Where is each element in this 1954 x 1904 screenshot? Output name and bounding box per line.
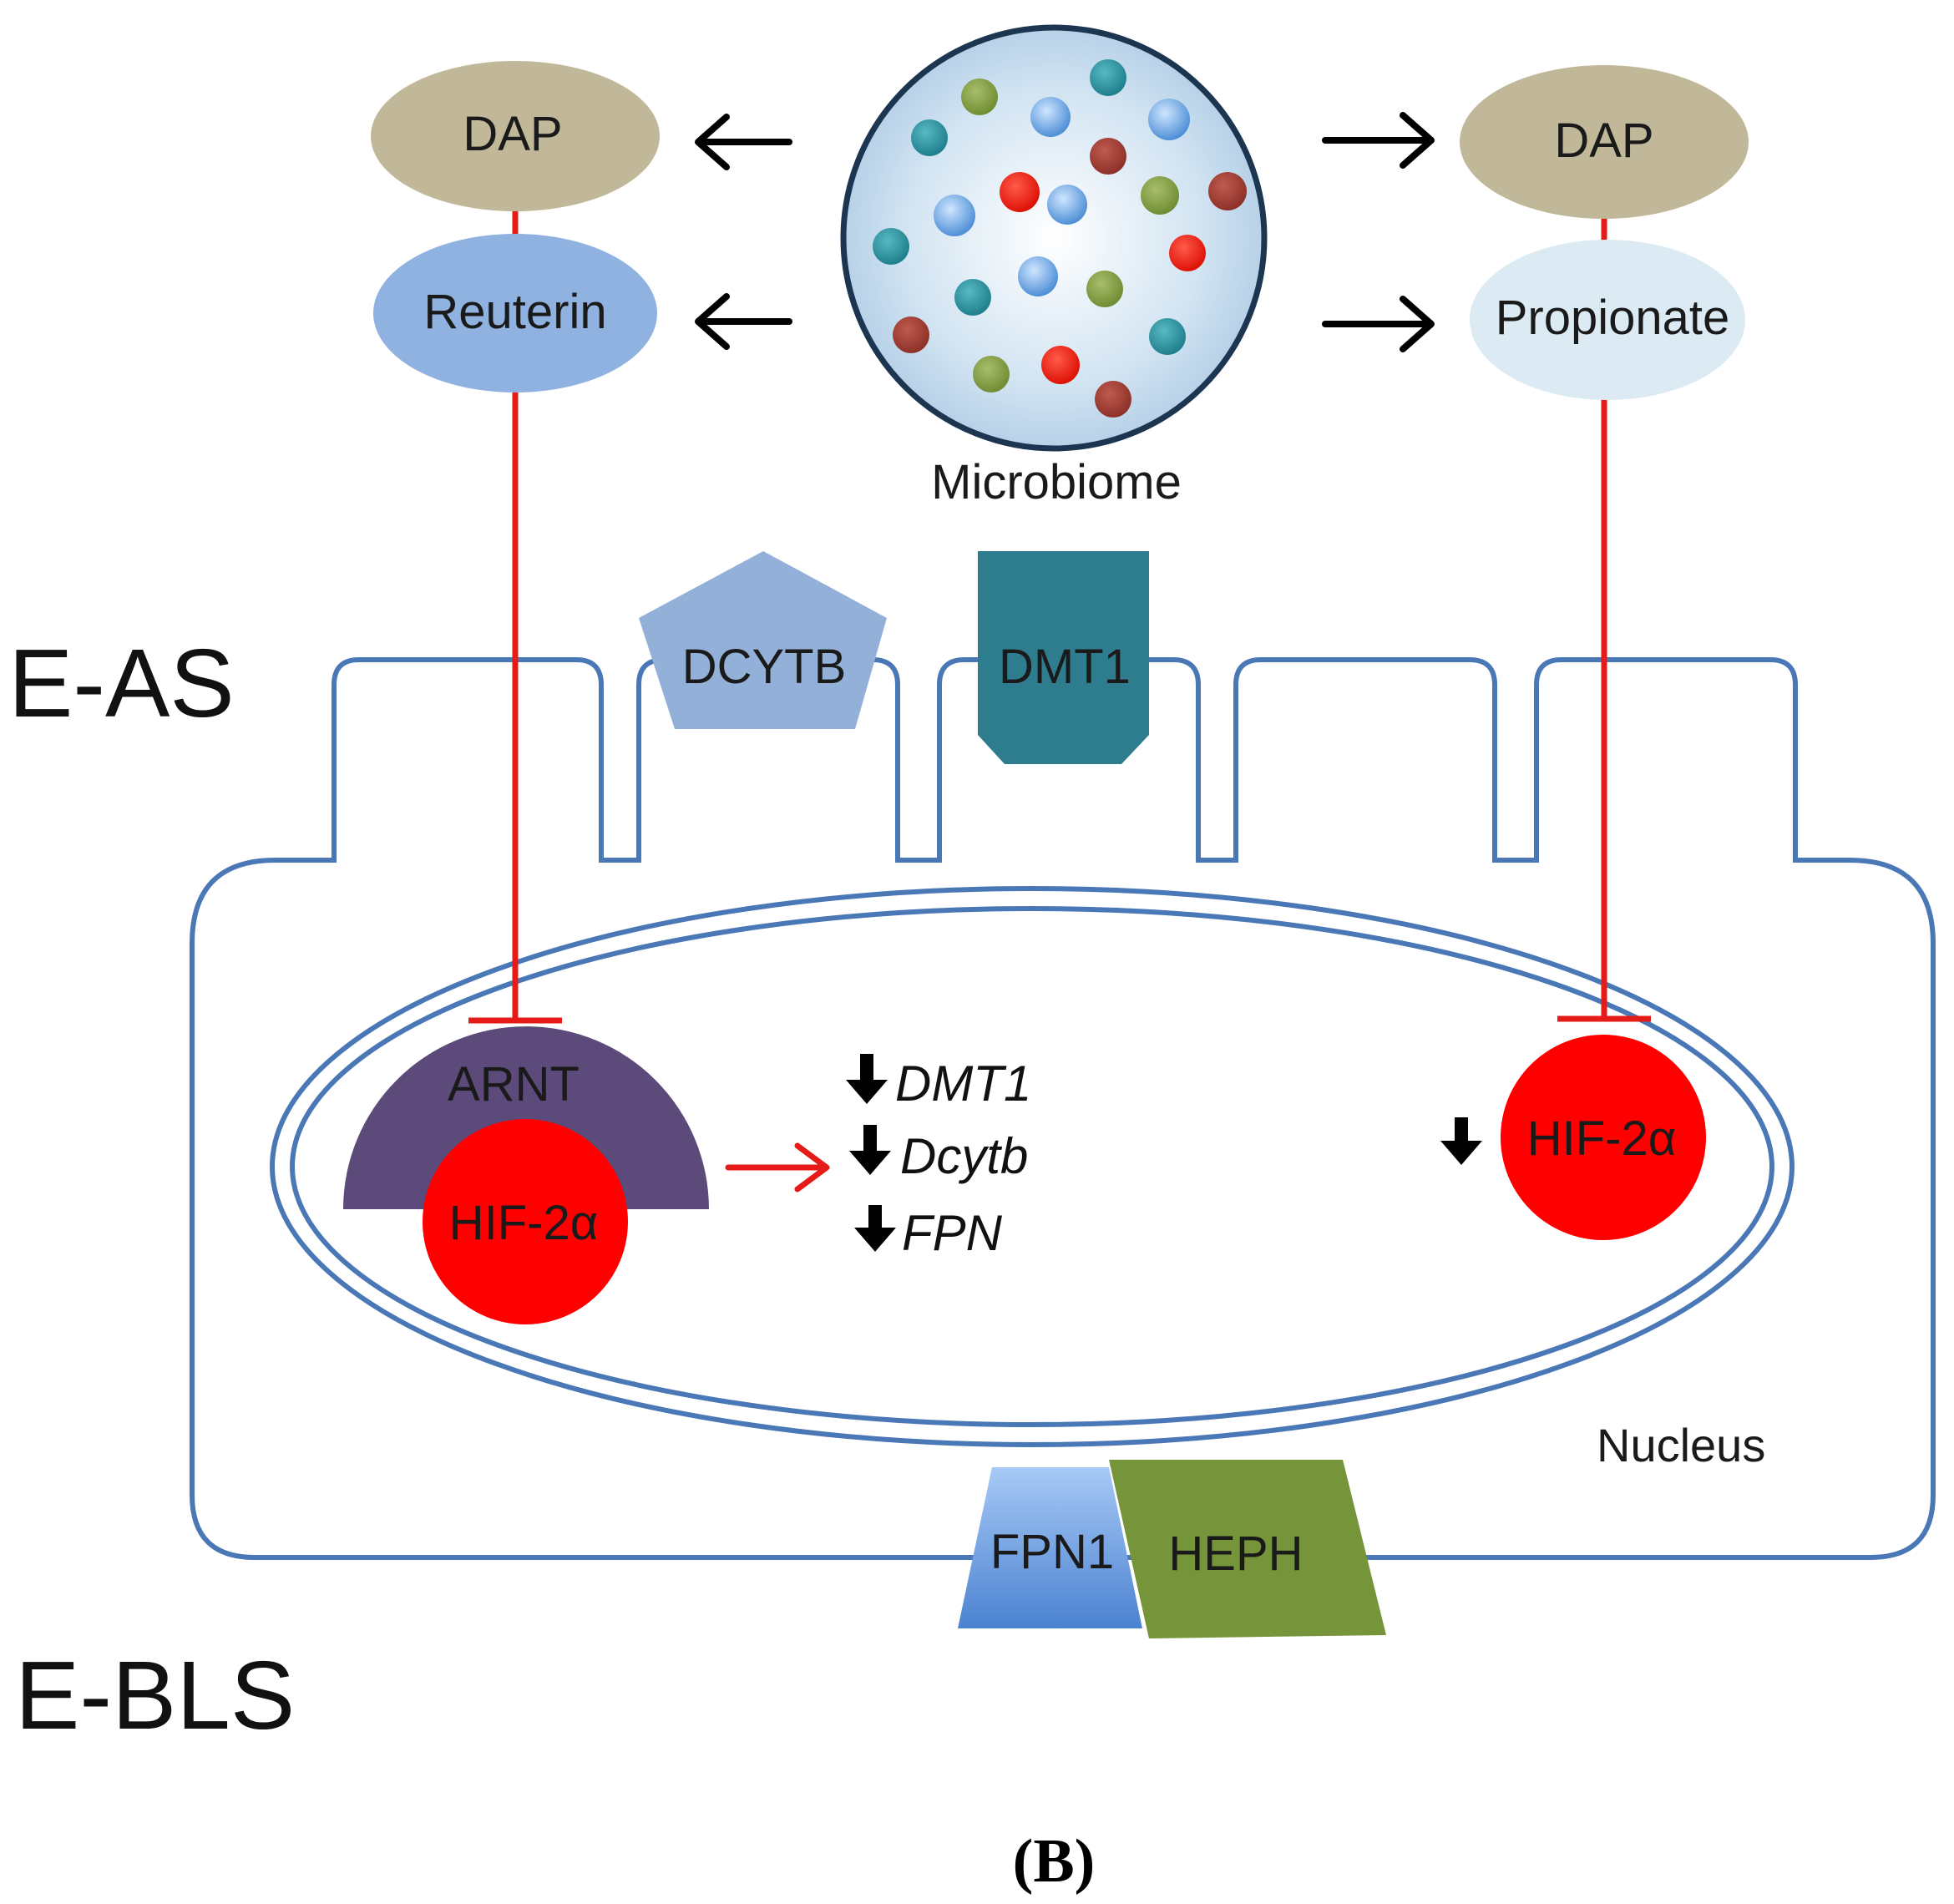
gene-fpn: FPN (902, 1205, 1003, 1261)
down-arrow-icon (854, 1205, 896, 1252)
inhibition-lines (468, 209, 1651, 1024)
bacterium-dot (1000, 172, 1040, 212)
arrow-right-to-dap (1322, 112, 1435, 169)
reuterin-label: Reuterin (423, 285, 606, 339)
bacterium-dot (1086, 271, 1123, 307)
microbiome: Microbiome (840, 24, 1268, 509)
bacterium-dot (1090, 59, 1126, 96)
bacterium-dot (973, 356, 1010, 392)
bacterium-dot (1141, 176, 1179, 215)
propionate-ellipse (1470, 240, 1745, 400)
hif-nuclear-circle (423, 1119, 628, 1324)
bacterium-dot (1148, 99, 1190, 140)
fpn1-transporter (958, 1467, 1142, 1628)
dcytb-transporter (639, 551, 887, 729)
hif-cytoplasm-label: HIF-2α (1527, 1112, 1677, 1166)
gene-dmt1: DMT1 (895, 1056, 1031, 1112)
apical-side-label: E-AS (8, 629, 235, 737)
bacterium-dot (1095, 381, 1131, 418)
arrow-left-to-dap (695, 114, 792, 170)
production-arrows (695, 112, 1435, 352)
arnt-label: ARNT (448, 1057, 580, 1112)
bacterium-dot (934, 195, 975, 236)
propionate-label: Propionate (1496, 291, 1730, 345)
bacterium-dot (893, 316, 929, 353)
gene-dcytb: Dcytb (900, 1128, 1028, 1184)
arrow-right-to-propionate (1322, 296, 1435, 352)
bacterium-dot (1047, 185, 1087, 225)
bacterium-dot (1090, 138, 1126, 175)
dcytb-label: DCYTB (682, 640, 847, 694)
bacterium-dot (1030, 97, 1071, 137)
nucleus-label: Nucleus (1597, 1419, 1765, 1471)
arrow-left-to-reuterin (695, 293, 792, 350)
bacterium-dot (1149, 318, 1186, 355)
bacterium-dot (961, 78, 998, 115)
reuterin-ellipse (373, 234, 657, 392)
down-arrow-icon (846, 1054, 888, 1104)
bacterium-dot (1041, 346, 1080, 384)
bacterium-dot (873, 228, 909, 265)
dap-right-ellipse (1460, 65, 1749, 219)
heph-transporter (1109, 1460, 1386, 1638)
fpn1-label: FPN1 (990, 1525, 1114, 1579)
dmt1-transporter (978, 551, 1149, 764)
cell-membrane (190, 657, 1936, 1560)
dap-left-ellipse (371, 61, 660, 211)
panel-label: (B) (1013, 1827, 1096, 1896)
activation-arrow (725, 1142, 830, 1193)
hif-cytoplasm-circle (1501, 1035, 1706, 1240)
down-arrow-icon (849, 1125, 891, 1175)
bacterium-dot (954, 279, 991, 316)
cytoplasm-down-arrow-icon (1440, 1117, 1482, 1165)
gene-item: DMT1 (846, 1054, 1031, 1112)
nucleus-inner-membrane (290, 906, 1774, 1427)
gene-list: DMT1 Dcytb FPN (846, 1054, 1031, 1261)
bacterium-dot (1208, 172, 1247, 210)
nucleus-outer-membrane (270, 886, 1795, 1447)
dap-right-label: DAP (1554, 114, 1653, 168)
bacterium-dot (1169, 235, 1206, 271)
basolateral-side-label: E-BLS (15, 1641, 295, 1750)
gene-item: Dcytb (849, 1125, 1028, 1184)
dmt1-label: DMT1 (999, 640, 1131, 694)
microbiome-label: Microbiome (931, 455, 1182, 509)
arnt-shape (343, 1026, 709, 1209)
bacterium-dot (1018, 256, 1058, 296)
gene-item: FPN (854, 1205, 1003, 1261)
heph-label: HEPH (1168, 1527, 1303, 1581)
hif-nuclear-label: HIF-2α (449, 1196, 599, 1250)
bacterium-dot (911, 119, 948, 156)
dap-left-label: DAP (463, 107, 562, 161)
